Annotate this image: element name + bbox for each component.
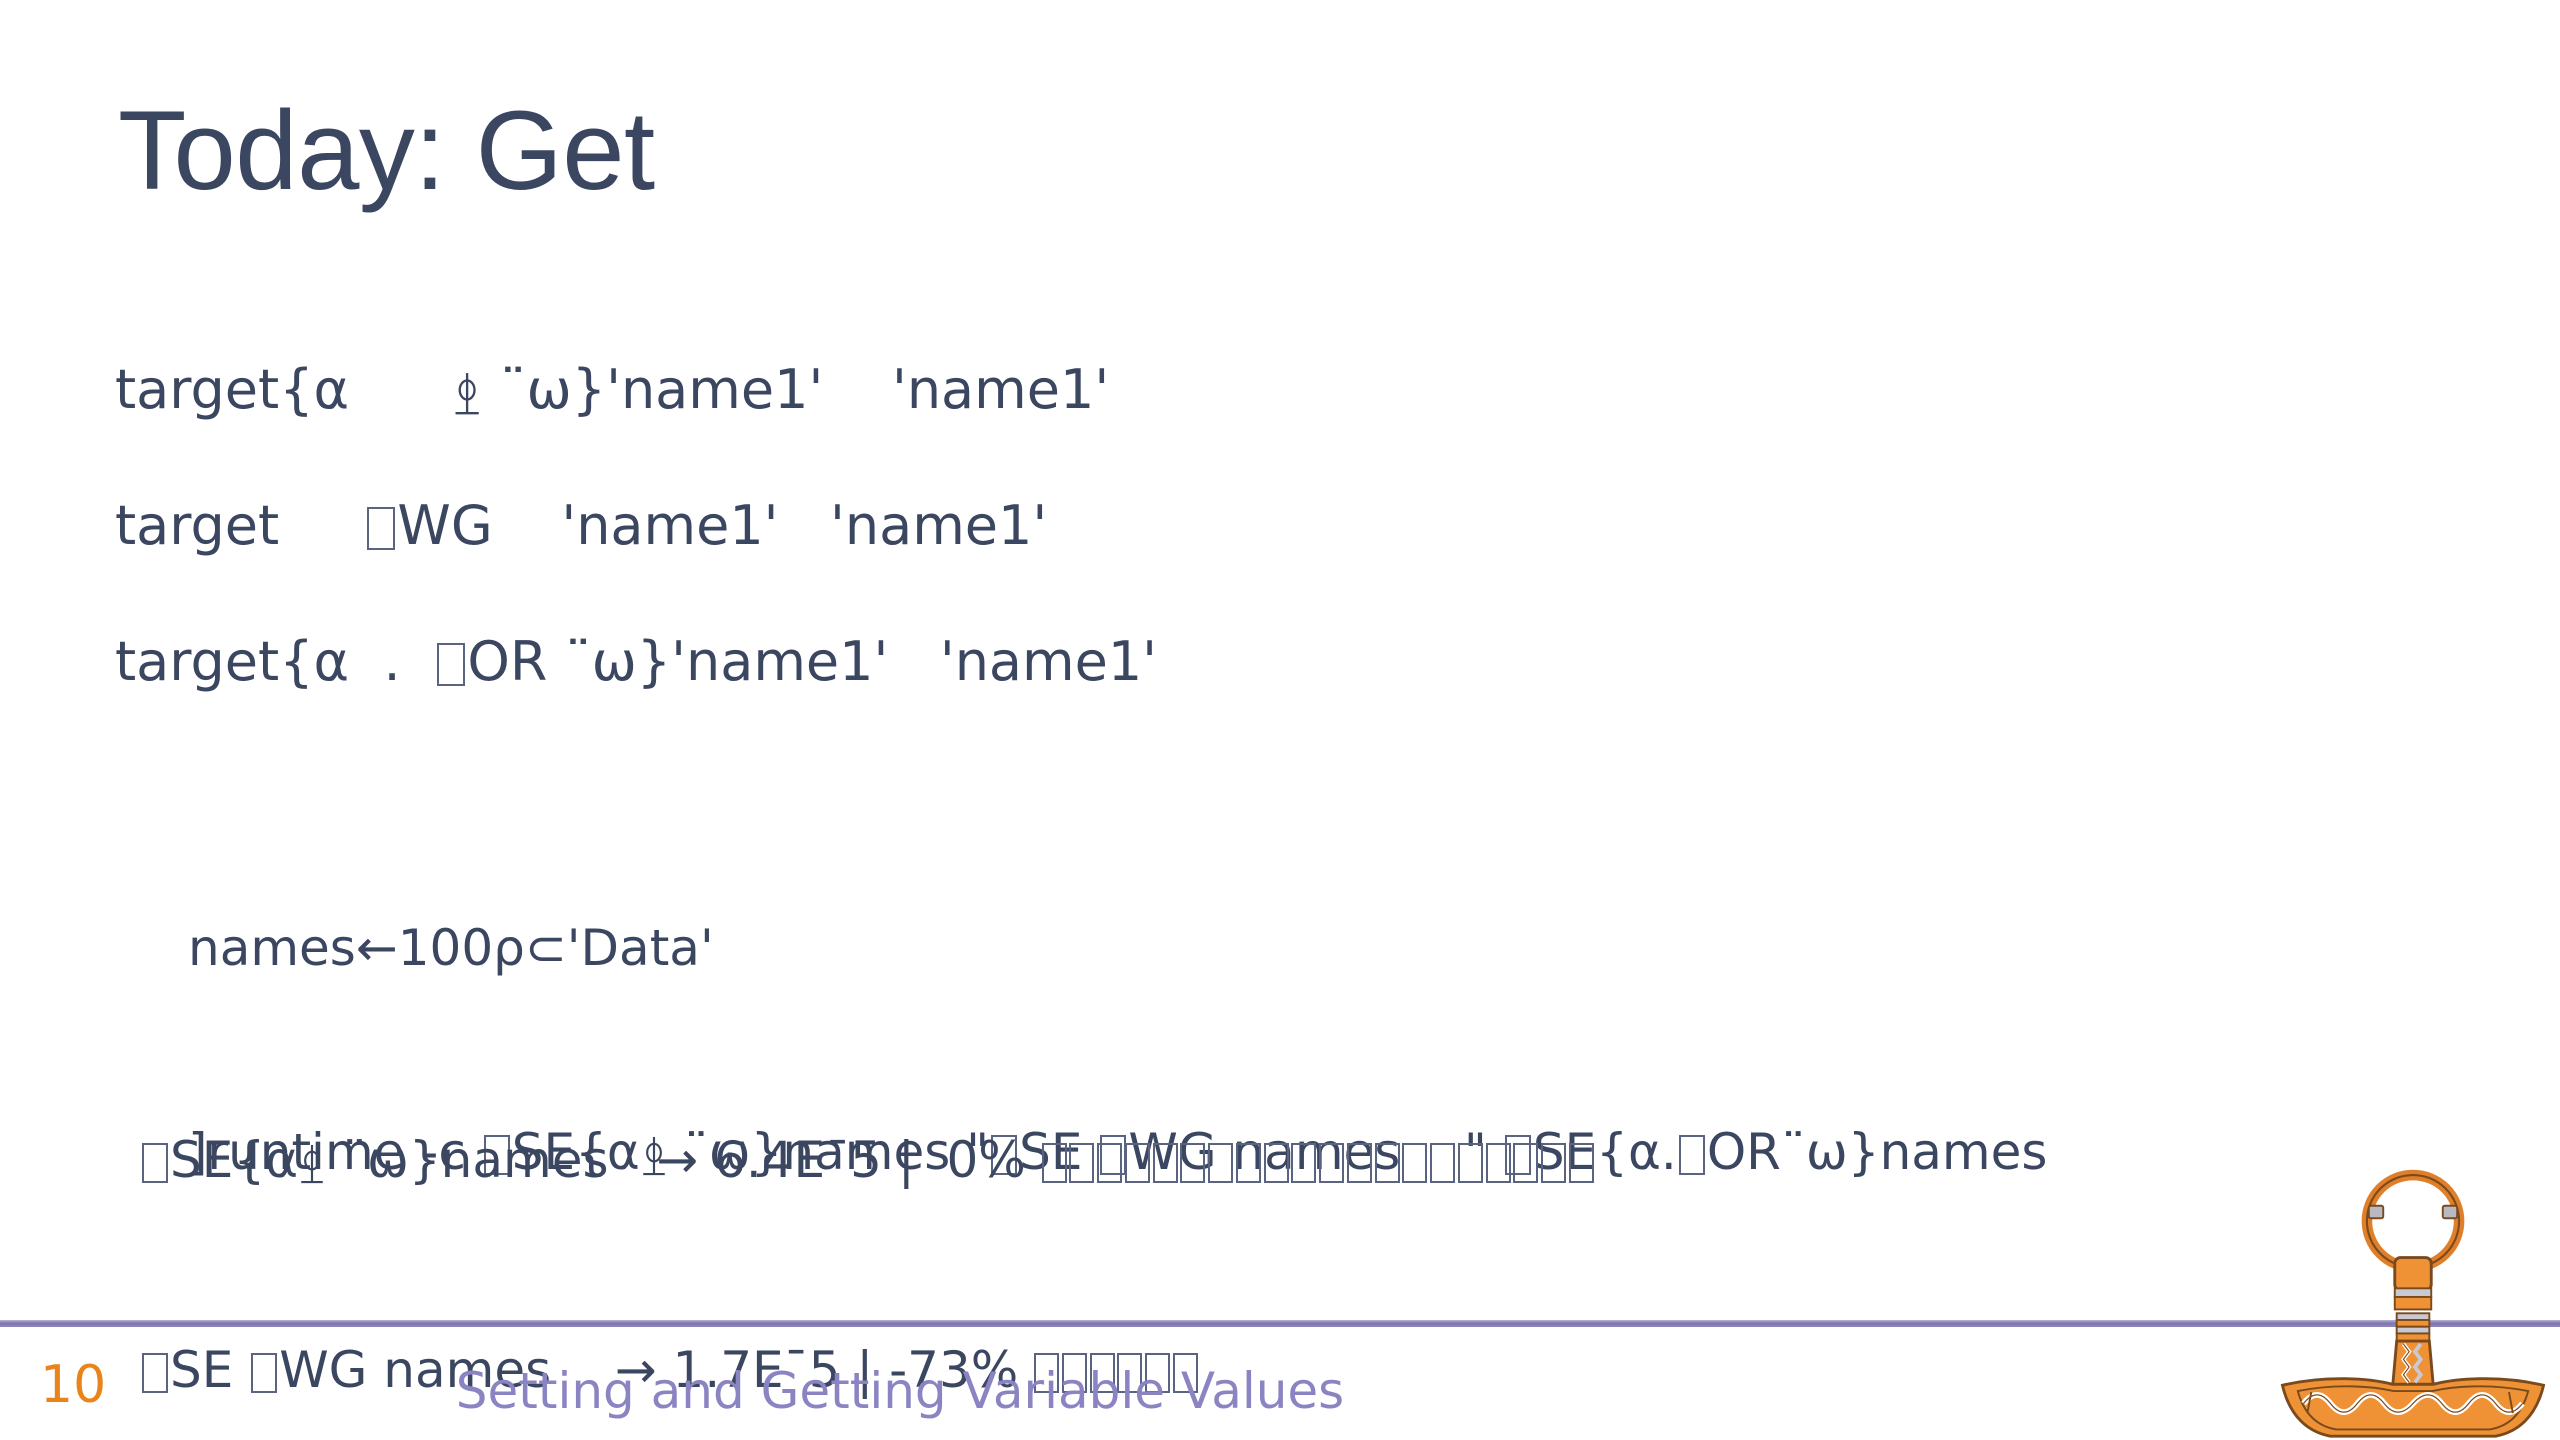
apl-execute-glyph-icon [640,1135,668,1178]
code-text-run: 'name1' [891,358,1110,421]
spacer-run [401,630,435,693]
benchmark-bar-box [1374,1142,1400,1183]
benchmark-bar-box [1541,1142,1567,1183]
quad-tofu-box [251,1352,278,1393]
code-text-run: ¨ω}'name1' [482,358,824,421]
code-text-run: WG [397,494,493,557]
benchmark-bar-box [1319,1142,1345,1183]
benchmark-bar-box [1346,1142,1372,1183]
benchmark-bar-box [1430,1142,1456,1183]
benchmark-bar-box [1485,1142,1511,1183]
benchmark-bar-box [1172,1352,1198,1393]
quad-tofu-box [437,642,466,686]
benchmark-bar-box [1089,1352,1115,1393]
code-text-run: 'name1' [830,494,1048,557]
footer-title: Setting and Getting Variable Values [455,1362,1345,1420]
benchmark-bar-run [1034,1335,1201,1405]
mjolnir-hammer-logo-icon [2268,1152,2558,1440]
benchmark-results-block: SE{α ¨ω}names → 6.4E¯5 | 0% SE WG names … [140,985,1597,1440]
benchmark-bar-box [1097,1142,1123,1183]
spacer-run [609,1131,657,1189]
benchmark-bar-box [1034,1352,1060,1393]
code-text-run: target{α [115,630,350,693]
benchmark-result-row: SE{α ¨ω}names → 6.4E¯5 | 0% [140,1125,1597,1195]
code-text-run: target{α [115,358,350,421]
benchmark-bar-box [1291,1142,1317,1183]
apl-execute-glyph-icon [298,1143,326,1186]
code-text-run: target [115,494,280,557]
code-text-run: ¨ω}names " [667,1123,990,1181]
benchmark-bar-box [1124,1142,1150,1183]
page-title: Today: Get [118,88,655,213]
code-statement-line: target WG 'name1' 'name1' [115,494,1047,557]
code-text-run: WG names [279,1341,552,1399]
code-text-run: 0% [946,1131,1042,1189]
spacer-run [915,1131,947,1189]
benchmark-bar-box [1568,1142,1594,1183]
benchmark-bar-box [1061,1352,1087,1393]
spacer-run [493,494,562,557]
code-text-run: SE{α. [1532,1123,1677,1181]
benchmark-bar-run [1041,1125,1597,1195]
session-names-line: names←100ρ⊂'Data' [188,914,2047,982]
benchmark-bar-box [1180,1142,1206,1183]
benchmark-bar-box [1402,1142,1428,1183]
quad-tofu-box [1678,1134,1705,1175]
code-statement-line: target{α . OR ¨ω}'name1' 'name1' [115,630,1157,693]
code-text-run: ¨ω}names [326,1131,609,1189]
code-text-run: names←100ρ⊂'Data' [188,919,714,977]
spacer-run [349,630,383,693]
code-text-run: OR ¨ω}'name1' [467,630,889,693]
quad-tofu-box [991,1134,1018,1175]
page-number: 10 [40,1355,107,1415]
code-text-run: 'name1' [939,630,1158,693]
code-text-run: . [383,630,401,693]
benchmark-bar-box [1208,1142,1234,1183]
spacer-run [888,630,940,693]
quad-tofu-box [142,1352,168,1393]
quad-tofu-box [142,1142,168,1183]
code-statement-line: target{α ¨ω}'name1' 'name1' [115,358,1109,421]
code-text-run: 'name1' [561,494,779,557]
apl-execute-glyph-icon [452,371,482,417]
benchmark-bar-box [1145,1352,1171,1393]
code-text-run: → 1.7E¯5 | -73% [614,1341,1035,1399]
benchmark-bar-box [1235,1142,1261,1183]
benchmark-bar-box [1041,1142,1067,1183]
code-text-run: SE [170,1341,250,1399]
spacer-run [279,494,365,557]
code-text-run: SE [1019,1123,1099,1181]
benchmark-result-row: SE WG names → 1.7E¯5 | -73% [140,1335,1597,1405]
spacer-run [823,358,892,421]
benchmark-bar-box [1457,1142,1483,1183]
footer-divider [0,1320,2560,1327]
benchmark-bar-box [1069,1142,1095,1183]
quad-tofu-box [1504,1134,1531,1175]
benchmark-bar-box [1263,1142,1289,1183]
benchmark-bar-box [1117,1352,1143,1393]
benchmark-bar-box [1152,1142,1178,1183]
quad-tofu-box [483,1134,510,1175]
code-text-run: SE{α [170,1131,299,1189]
code-text-run: OR¨ω}names [1706,1123,2048,1181]
spacer-run [779,494,831,557]
code-text-run: SE{α [511,1123,640,1181]
code-text-run: ]runtime -c [188,1123,482,1181]
benchmark-bar-box [1513,1142,1539,1183]
spacer-run [349,358,452,421]
quad-tofu-box [367,506,396,550]
code-text-run: → 6.4E¯5 | [656,1131,915,1189]
